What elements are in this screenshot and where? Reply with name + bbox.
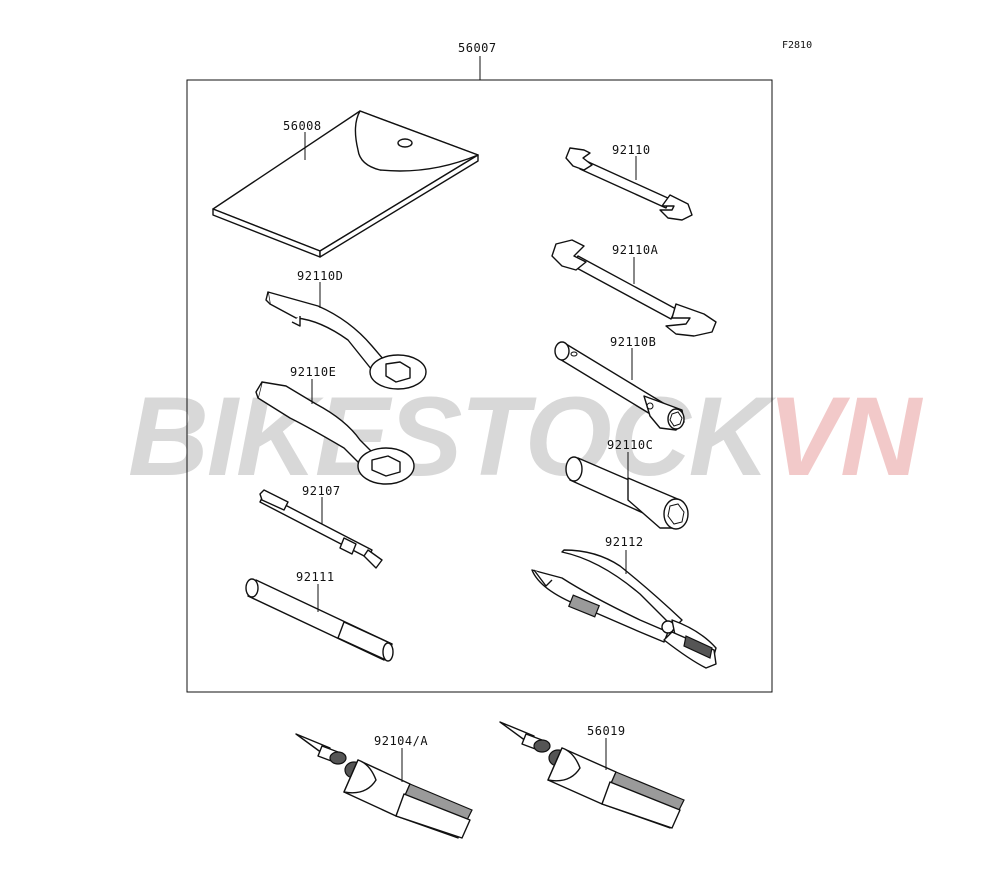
glue-tube-right xyxy=(499,721,685,829)
open-end-wrench-large xyxy=(551,239,717,337)
pliers xyxy=(531,549,717,669)
label-box-wrench-b[interactable]: 92110B xyxy=(610,335,656,349)
label-kit[interactable]: 56007 xyxy=(458,41,497,55)
box-wrench-c xyxy=(565,456,689,530)
label-wrench-large[interactable]: 92110A xyxy=(612,243,659,257)
label-case[interactable]: 56008 xyxy=(283,119,322,133)
ring-wrench-e xyxy=(255,381,415,485)
open-end-wrench-small xyxy=(565,147,693,221)
diagram-code: F2810 xyxy=(782,40,812,51)
tool-case xyxy=(212,110,479,258)
label-box-wrench-c[interactable]: 92110C xyxy=(607,438,653,452)
label-glue-left[interactable]: 92104/A xyxy=(374,734,428,748)
svg-text:BIKESTOCKVN: BIKESTOCKVN xyxy=(128,374,923,499)
label-wrench-small[interactable]: 92110 xyxy=(612,143,651,157)
watermark-text-red: VN xyxy=(768,374,924,499)
screwdriver-bit xyxy=(259,489,383,569)
tool-handle xyxy=(245,578,394,662)
ring-wrench-d xyxy=(265,291,427,390)
watermark: BIKESTOCKVN xyxy=(128,374,925,499)
box-wrench-b xyxy=(554,341,685,431)
label-screwdriver[interactable]: 92107 xyxy=(302,484,341,498)
label-ring-wrench-e[interactable]: 92110E xyxy=(290,365,336,379)
label-handle[interactable]: 92111 xyxy=(296,570,335,584)
label-pliers[interactable]: 92112 xyxy=(605,535,644,549)
glue-tube-left xyxy=(295,733,473,839)
label-glue-right[interactable]: 56019 xyxy=(587,724,626,738)
label-ring-wrench-d[interactable]: 92110D xyxy=(297,269,343,283)
watermark-text-gray: BIKESTOCK xyxy=(128,374,777,499)
